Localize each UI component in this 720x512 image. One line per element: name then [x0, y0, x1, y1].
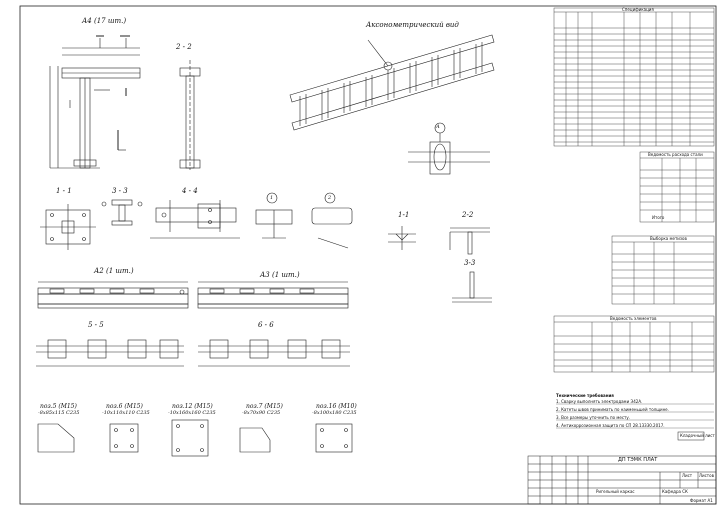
- view-2-2: [179, 60, 201, 170]
- view-weld-3-3: [452, 271, 492, 303]
- view-weld-2-2: [449, 227, 490, 255]
- view-title-1-1: 1 - 1: [56, 187, 72, 195]
- view-title-weld-2-2: 2-2: [462, 211, 474, 219]
- view-title-2-2: 2 - 2: [176, 43, 192, 51]
- part-sub-16: -8х100х180 С235: [312, 410, 357, 416]
- part-sub-5: -8х85х115 С235: [38, 410, 80, 416]
- view-title-3-3: 3 - 3: [112, 187, 128, 195]
- view-a4-elevation: [49, 35, 141, 169]
- note-item: 1. Сварку выполнять электродами Э42А.: [556, 399, 643, 404]
- part-sub-12: -10х160х160 С235: [168, 410, 216, 416]
- view-node-a: [408, 122, 490, 175]
- view-title-a3: А3 (1 шт.): [260, 271, 300, 279]
- node-label-1: 1: [270, 195, 274, 201]
- steel-table-title: Ведомость расхода стали: [648, 152, 703, 157]
- view-title-6-6: 6 - 6: [258, 321, 274, 329]
- view-title-a4: А4 (17 шт.): [82, 17, 127, 25]
- table-spec-grid: [553, 7, 715, 147]
- node-label-2: 2: [328, 195, 332, 201]
- steel-table-total: Итого: [652, 215, 665, 220]
- table-bolts-grid: [611, 235, 715, 305]
- notes-heading: Технические требования: [556, 393, 614, 398]
- view-sec-1-1: [40, 204, 96, 250]
- view-sec-6-6: [198, 339, 350, 367]
- note-item: 3. Все размеры уточнить по месту.: [556, 415, 630, 420]
- note-item: 2. Катеты швов принимать по наименьшей т…: [556, 407, 669, 412]
- view-title-weld-3-3: 3-3: [464, 259, 476, 267]
- node-label-a: А: [436, 124, 440, 130]
- view-weld-1-1: [388, 226, 416, 250]
- part-title-12: поз.12 (М15): [172, 403, 213, 410]
- table-elements-grid: [553, 315, 715, 373]
- title-block-format: Формат A1: [690, 498, 713, 503]
- part-sub-7: -8х70х90 С235: [242, 410, 281, 416]
- title-block-sheet-name: Ригельный каркас: [596, 489, 635, 494]
- view-sec-4-4: [150, 200, 240, 239]
- view-title-a2: А2 (1 шт.): [94, 267, 134, 275]
- part-sub-6: -10х110х110 С235: [102, 410, 150, 416]
- part-title-5: поз.5 (М15): [40, 403, 77, 410]
- note-item: 4. Антикоррозионная защита по СП 28.1333…: [556, 423, 665, 428]
- view-node-2: [311, 192, 353, 249]
- elements-table-title: Ведомость элементов: [610, 316, 657, 321]
- view-title-5-5: 5 - 5: [88, 321, 104, 329]
- spec-table-title: Спецификация: [622, 7, 654, 12]
- title-block-sheets-label: Листов: [699, 473, 714, 478]
- view-sec-5-5: [36, 339, 184, 367]
- view-a3-beam: [197, 281, 349, 309]
- view-title-weld-1-1: 1-1: [398, 211, 410, 219]
- part-drawings: [37, 419, 353, 457]
- title-block-org: Кафедра СК: [662, 489, 688, 494]
- title-block-project: ДП ТЭМК ПЛАТ: [618, 457, 658, 463]
- bolts-table-title: Выборка метизов: [650, 236, 687, 241]
- part-title-6: поз.6 (М15): [106, 403, 143, 410]
- title-block-stamp: Кладочный лист: [680, 433, 715, 438]
- title-block-grid: [527, 431, 717, 505]
- view-node-1: [255, 192, 293, 239]
- part-title-7: поз.7 (М15): [246, 403, 283, 410]
- notes-lines: [556, 403, 714, 429]
- view-a2-beam: [37, 281, 189, 309]
- view-sec-3-3: [101, 199, 143, 226]
- title-block-sheet-label: Лист: [682, 473, 693, 478]
- view-axonometric: [289, 34, 495, 131]
- view-title-axonometric: Аксонометрический вид: [366, 21, 459, 29]
- part-title-16: поз.16 (М10): [316, 403, 357, 410]
- view-title-4-4: 4 - 4: [182, 187, 198, 195]
- table-steel-grid: [639, 151, 715, 223]
